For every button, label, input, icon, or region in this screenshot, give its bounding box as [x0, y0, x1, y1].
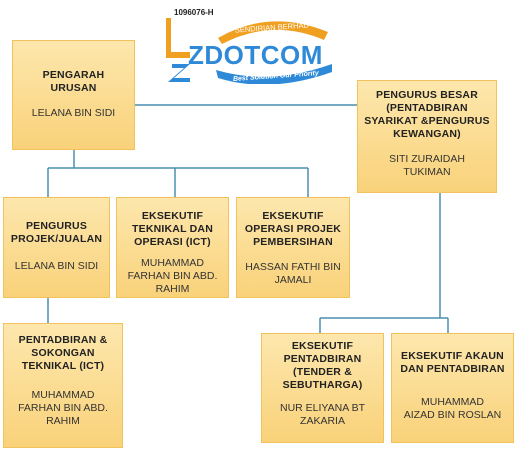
node-title: PENGURUS BESAR (PENTADBIRAN SYARIKAT &PE…	[364, 89, 490, 140]
registration-number: 1096076-H	[174, 8, 214, 17]
node-name: MUHAMMAD FARHAN BIN ABD. RAHIM	[127, 257, 218, 295]
node-pengurus-besar: PENGURUS BESAR (PENTADBIRAN SYARIKAT &PE…	[357, 80, 497, 193]
logo-bottom-arc	[216, 64, 332, 84]
node-name: HASSAN FATHI BIN JAMALI	[245, 261, 341, 286]
node-name: NUR ELIYANA BT ZAKARIA	[280, 402, 365, 427]
node-name: SITI ZURAIDAH TUKIMAN	[389, 153, 465, 178]
node-title: PENGURUS PROJEK/JUALAN	[10, 220, 103, 245]
node-eksekutif-akaun: EKSEKUTIF AKAUN DAN PENTADBIRAN MUHAMMAD…	[391, 333, 514, 443]
node-title: EKSEKUTIF OPERASI PROJEK PEMBERSIHAN	[244, 210, 342, 248]
logo-z-mark	[166, 18, 190, 82]
logo-tag-top: SENDIRIAN BERHAD	[235, 20, 310, 34]
node-title: PENGARAH URUSAN	[42, 69, 105, 94]
node-eksekutif-teknikal: EKSEKUTIF TEKNIKAL DAN OPERASI (ICT) MUH…	[116, 197, 229, 298]
node-eksekutif-pentadbiran: EKSEKUTIF PENTADBIRAN (TENDER & SEBUTHAR…	[261, 333, 384, 443]
node-title: EKSEKUTIF AKAUN DAN PENTADBIRAN	[400, 350, 505, 375]
node-pentadbiran-sokongan: PENTADBIRAN & SOKONGAN TEKNIKAL (ICT) MU…	[3, 323, 123, 448]
node-name: MUHAMMAD FARHAN BIN ABD. RAHIM	[18, 389, 108, 427]
node-title: PENTADBIRAN & SOKONGAN TEKNIKAL (ICT)	[18, 334, 108, 372]
node-name: LELANA BIN SIDI	[31, 107, 116, 119]
node-pengarah-urusan: PENGARAH URUSAN LELANA BIN SIDI	[12, 40, 135, 150]
logo-brand: ZDOTCOM	[188, 40, 323, 70]
company-logo: SENDIRIAN BERHAD ZDOTCOM Best Solution O…	[166, 18, 332, 84]
node-name: MUHAMMAD AIZAD BIN ROSLAN	[403, 396, 502, 421]
logo-top-arc	[218, 21, 328, 44]
node-eksekutif-pembersihan: EKSEKUTIF OPERASI PROJEK PEMBERSIHAN HAS…	[236, 197, 350, 298]
node-pengurus-projek: PENGURUS PROJEK/JUALAN LELANA BIN SIDI	[3, 197, 110, 298]
node-name: LELANA BIN SIDI	[14, 260, 99, 272]
node-title: EKSEKUTIF TEKNIKAL DAN OPERASI (ICT)	[132, 210, 213, 248]
node-title: EKSEKUTIF PENTADBIRAN (TENDER & SEBUTHAR…	[282, 340, 363, 391]
